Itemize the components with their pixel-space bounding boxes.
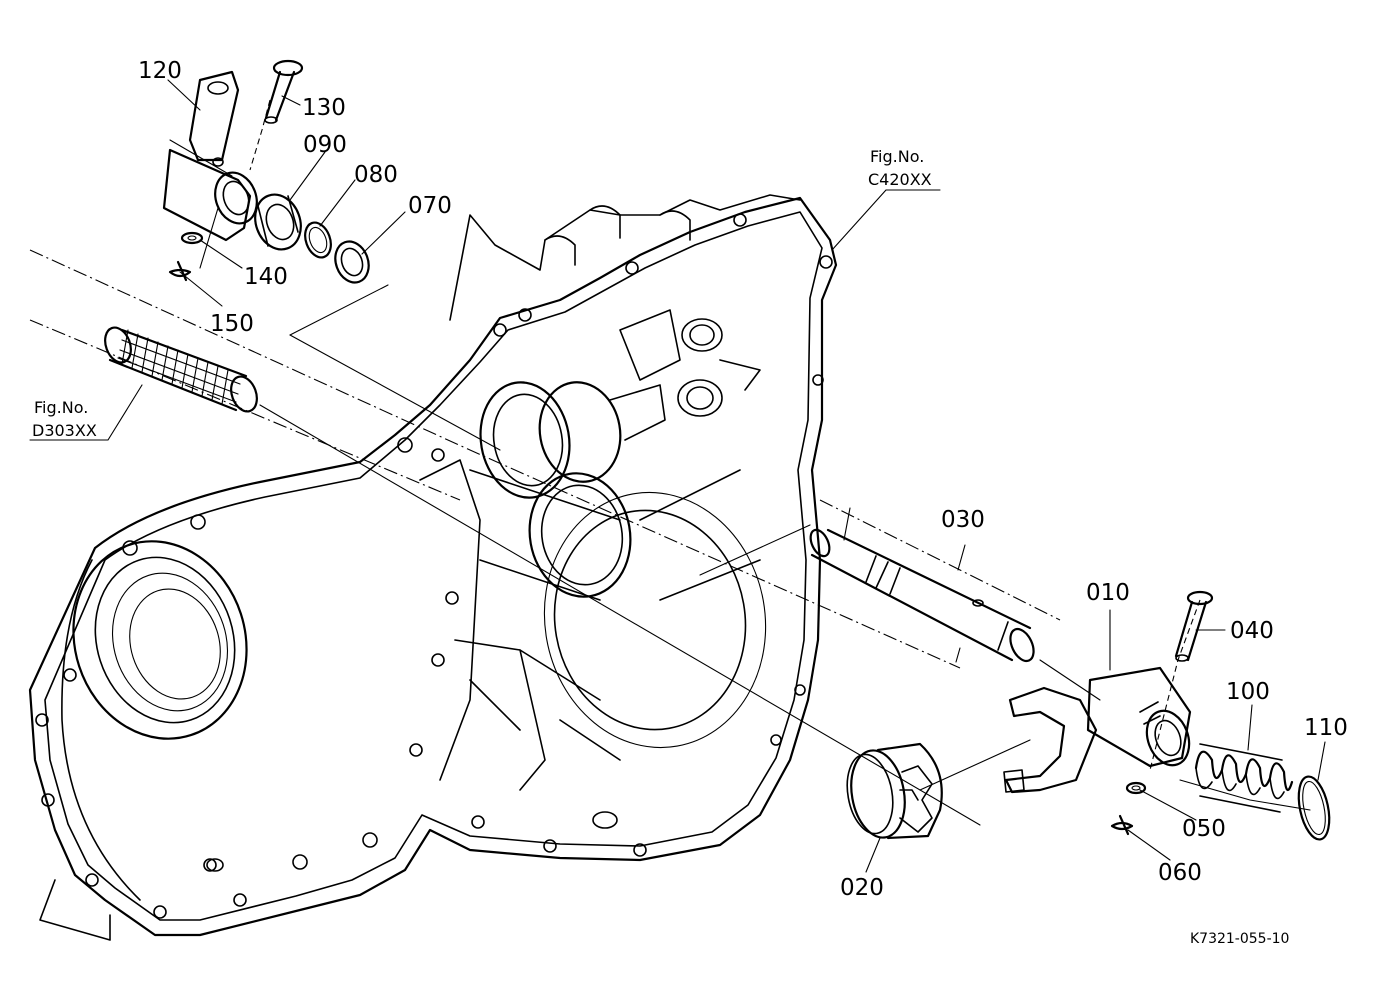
part-080-snap-ring: [304, 221, 332, 259]
part-100-spring: [1194, 743, 1294, 813]
label-part-110: 110: [1304, 715, 1348, 741]
part-150-cotter-pin: [168, 260, 192, 282]
label-part-020: 020: [840, 875, 884, 901]
label-part-040: 040: [1230, 618, 1274, 644]
part-020-coupling: [846, 742, 943, 840]
part-070-washer: [334, 240, 370, 284]
part-labels: 120 130 090 080 070 140 150 030 010 040 …: [138, 58, 1348, 901]
label-part-090: 090: [303, 132, 347, 158]
label-part-050: 050: [1182, 816, 1226, 842]
part-140-washer: [180, 231, 204, 245]
label-part-010: 010: [1086, 580, 1130, 606]
fig-ref-d303-line2: D303XX: [32, 421, 97, 440]
label-part-080: 080: [354, 162, 398, 188]
fig-ref-c420-line1: Fig.No.: [870, 147, 924, 166]
label-part-140: 140: [244, 264, 288, 290]
part-130-pin: [264, 59, 304, 124]
fig-ref-d303-line1: Fig.No.: [34, 398, 88, 417]
part-120-arm: [162, 70, 258, 242]
fig-ref-c420-line2: C420XX: [868, 170, 932, 189]
part-050-washer: [1125, 781, 1147, 795]
leader-lines: [29, 79, 1326, 873]
label-part-150: 150: [210, 311, 254, 337]
label-part-120: 120: [138, 58, 182, 84]
part-030-shaft: [809, 507, 1035, 663]
part-010-shift-fork: [1003, 666, 1192, 794]
part-090-bushing: [254, 193, 302, 251]
label-part-060: 060: [1158, 860, 1202, 886]
part-110-snap-ring: [1297, 775, 1331, 841]
label-part-070: 070: [408, 193, 452, 219]
housing-casting: [28, 194, 838, 941]
splined-shaft: [104, 326, 258, 413]
label-part-130: 130: [302, 95, 346, 121]
figure-reference-c420: Fig.No. C420XX: [868, 147, 932, 189]
part-040-pin: [1174, 590, 1214, 662]
part-060-cotter-pin: [1110, 814, 1134, 836]
drawing-code: K7321-055-10: [1190, 931, 1289, 947]
label-part-030: 030: [941, 507, 985, 533]
figure-reference-d303: Fig.No. D303XX: [32, 398, 97, 440]
label-part-100: 100: [1226, 679, 1270, 705]
